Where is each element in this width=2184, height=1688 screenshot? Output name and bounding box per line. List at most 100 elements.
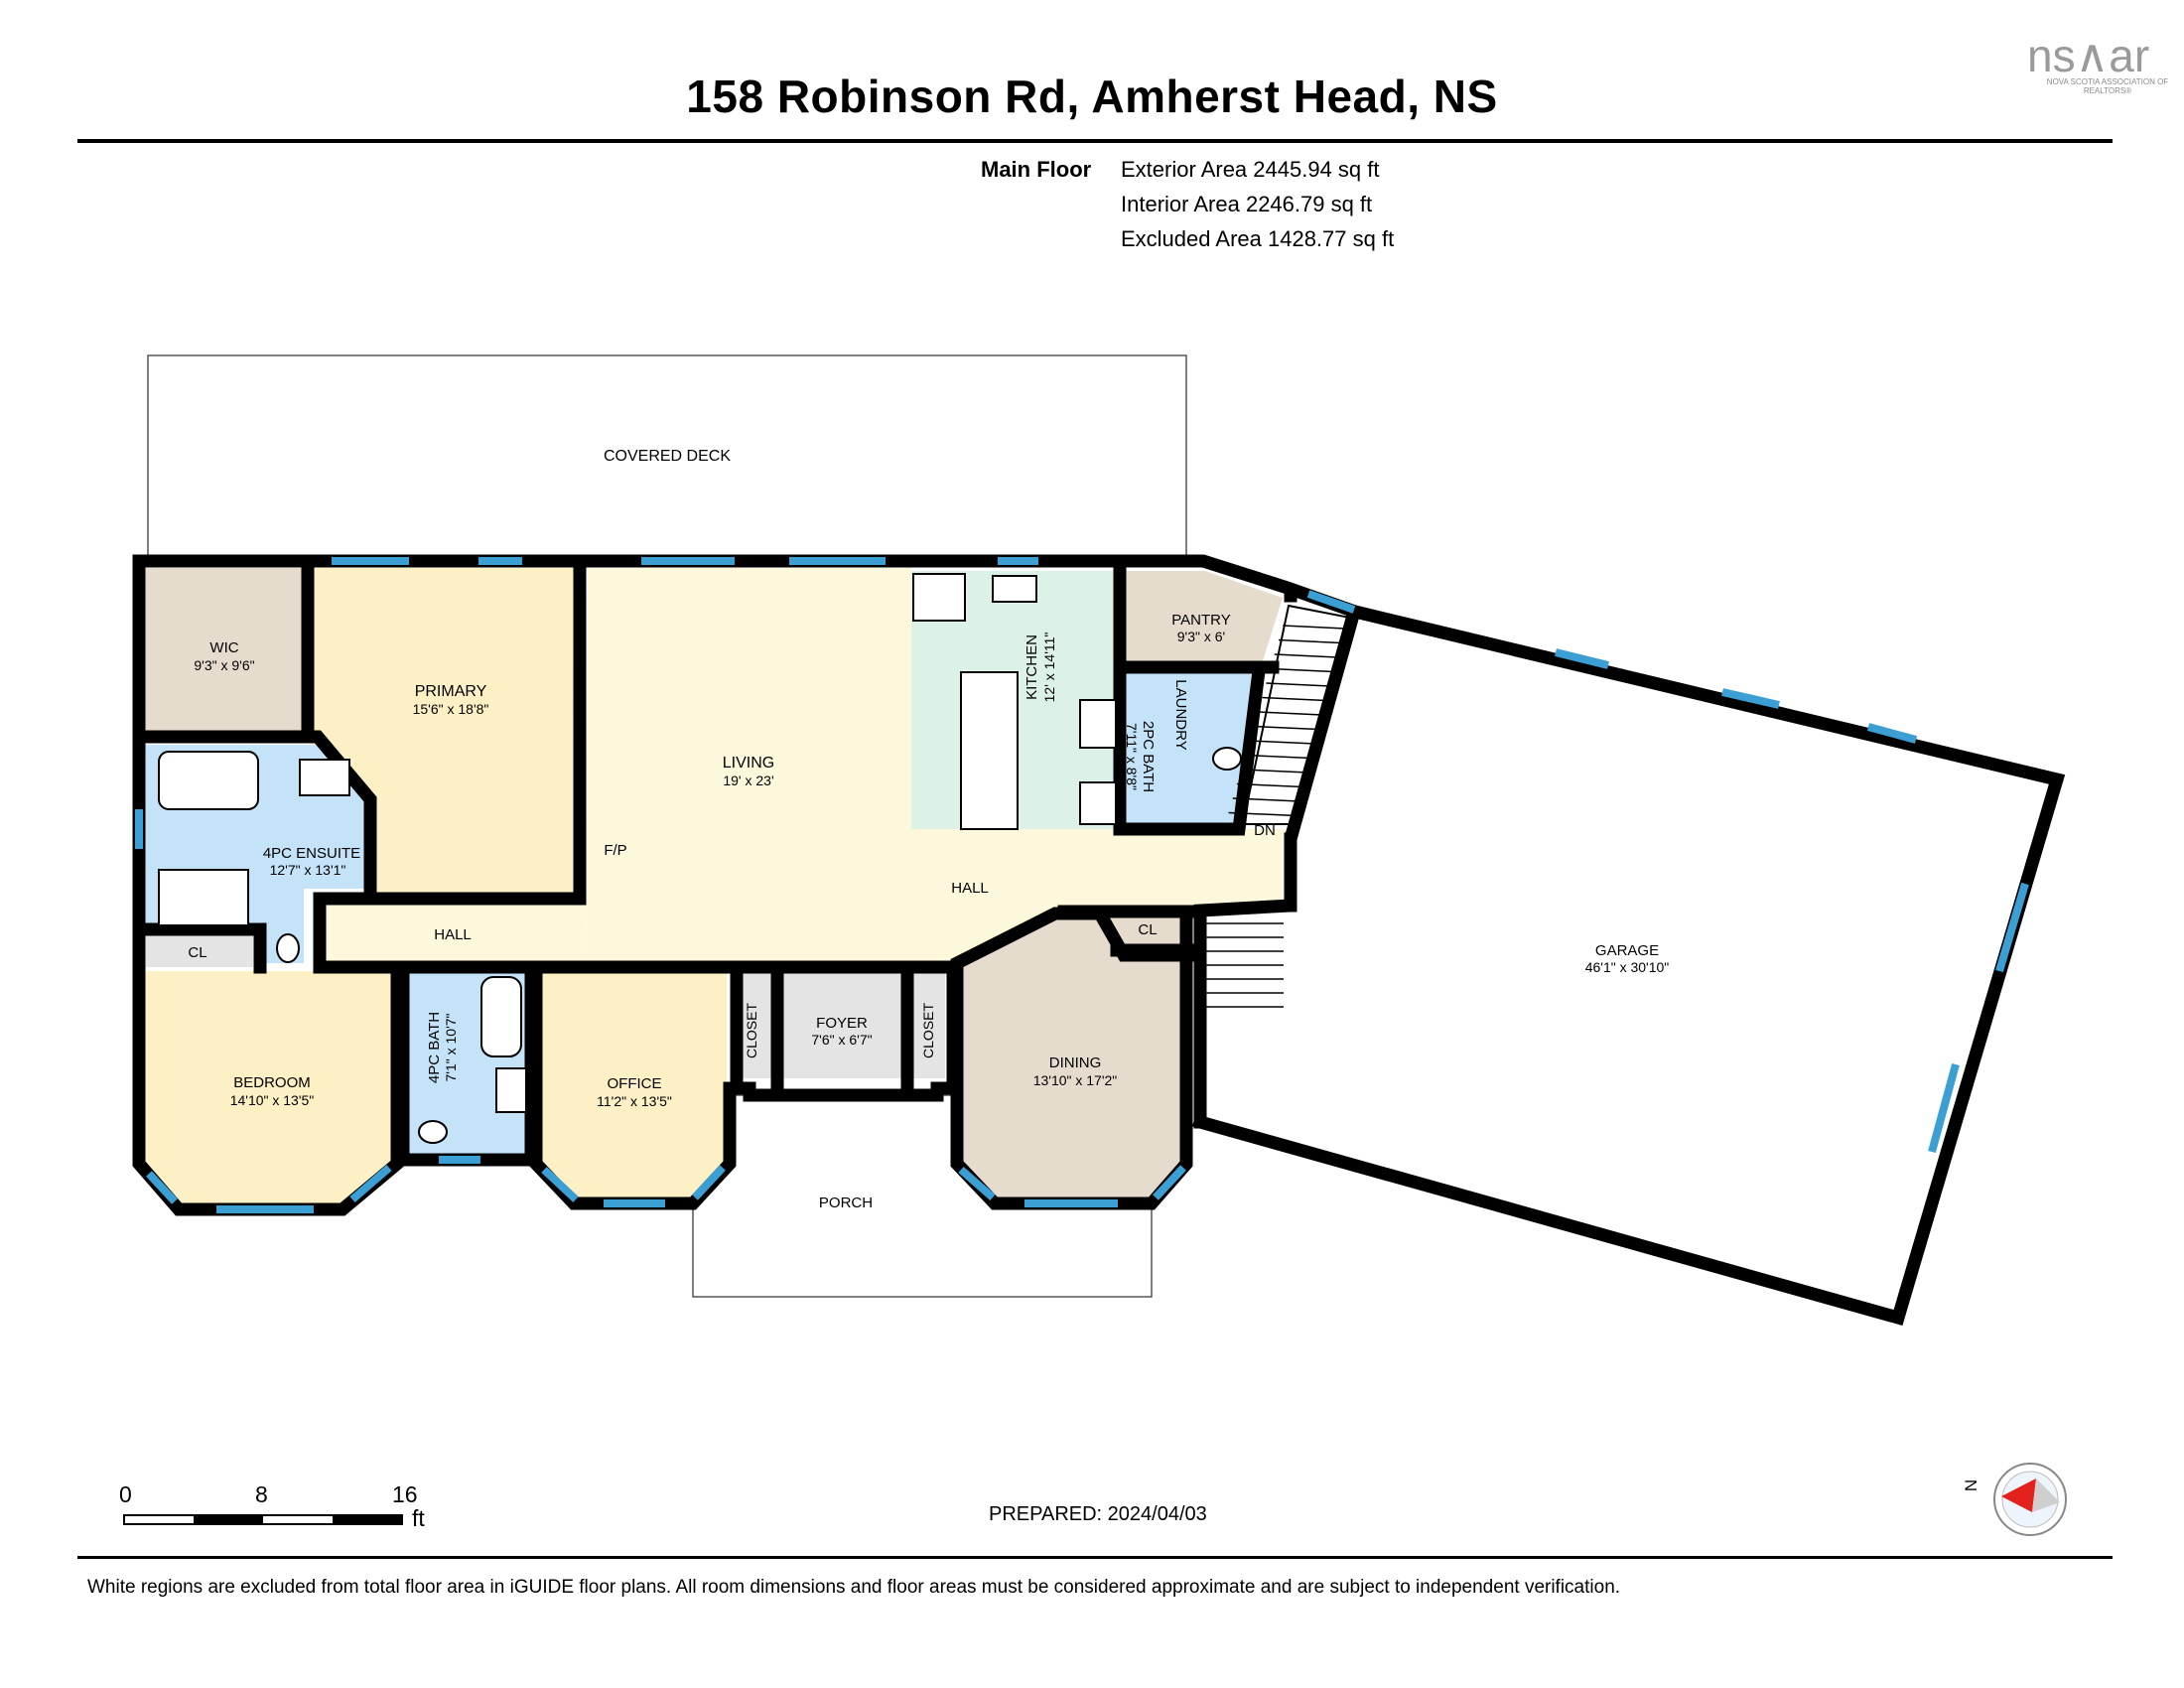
toilet-2pc-fixture (1212, 747, 1242, 771)
window-8 (1721, 688, 1780, 709)
primary-dims: 15'6" x 18'8" (413, 701, 489, 717)
window-6 (1306, 590, 1356, 614)
stair-tread-6 (1262, 696, 1326, 702)
pantry-label: PANTRY (1171, 612, 1230, 629)
pantry-dims: 9'3" x 6' (1177, 629, 1225, 644)
window-13 (146, 1171, 178, 1204)
excluded-area: Excluded Area 1428.77 sq ft (1121, 226, 1395, 251)
stair-tread-2 (1278, 638, 1342, 644)
hall-left-label: HALL (434, 926, 472, 943)
exterior-area: Exterior Area 2445.94 sq ft (1121, 157, 1380, 182)
primary-area (311, 568, 580, 897)
logo-subtext: NOVA SCOTIA ASSOCIATION OF REALTORS® (2046, 77, 2169, 95)
stair-tread-7 (1257, 711, 1323, 716)
living-area (586, 568, 1291, 963)
dining-dims: 13'10" x 17'2" (1033, 1072, 1118, 1088)
toilet-4pc-fixture (418, 1120, 448, 1144)
ensuite-vanity-fixture (299, 759, 350, 796)
floor-label: Main Floor (981, 157, 1092, 182)
kitchen-island-fixture (960, 671, 1019, 830)
stair-tread-9 (1249, 740, 1315, 745)
window-19 (692, 1165, 726, 1200)
office-dims: 11'2" x 13'5" (597, 1093, 672, 1109)
covered-deck-area (147, 354, 1187, 561)
closet-right-area (911, 971, 945, 1078)
ensuite-dims: 12'7" x 13'1" (270, 862, 346, 878)
bathtub-4pc-fixture (480, 976, 522, 1057)
porch-label: PORCH (819, 1195, 873, 1211)
office-area (541, 971, 727, 1203)
living-label: LIVING (723, 755, 774, 772)
wall-segment-13 (1117, 663, 1267, 836)
bathtub-fixture (158, 751, 259, 810)
stair-tread-4 (1270, 667, 1334, 673)
wic-dims: 9'3" x 9'6" (194, 657, 254, 673)
wall-segment-10 (313, 561, 960, 974)
windows (135, 557, 2029, 1213)
window-9 (1866, 723, 1918, 744)
stair-tread-5 (1266, 682, 1330, 687)
disclaimer: White regions are excluded from total fl… (87, 1577, 1621, 1598)
kitchen-label: KITCHEN (1024, 634, 1040, 700)
bath-4pc-dims: 7'1" x 10'7" (443, 1013, 459, 1081)
compass (1993, 1463, 2067, 1536)
foyer-area (778, 971, 907, 1078)
window-15 (349, 1164, 392, 1203)
primary-label: PRIMARY (415, 683, 487, 700)
cl-left-label: CL (188, 944, 206, 961)
stove-fixture (1079, 699, 1117, 749)
window-11 (1928, 1062, 1960, 1154)
stair-tread-8 (1253, 725, 1319, 731)
wic-area (139, 568, 306, 737)
fridge-fixture (912, 573, 966, 622)
compass-north-label: N (1962, 1478, 1981, 1492)
closet-cl-left-area (146, 934, 253, 967)
dining-label: DINING (1049, 1055, 1102, 1071)
kitchen-sink-fixture (992, 575, 1037, 603)
garage-area (1200, 612, 2057, 1318)
bath-2pc-dims: 7'11" x 8'8" (1124, 723, 1140, 790)
page-title: 158 Robinson Rd, Amherst Head, NS (686, 70, 1498, 122)
fp-label: F/P (604, 842, 626, 859)
hall-left-area (323, 899, 586, 963)
footer-divider (77, 1556, 2113, 1559)
garage-label: GARAGE (1595, 942, 1659, 959)
window-20 (958, 1166, 996, 1201)
shower-fixture (158, 869, 249, 926)
bath-2pc-label: 2PC BATH (1140, 721, 1157, 792)
bedroom-dims: 14'10" x 13'5" (230, 1092, 315, 1108)
ensuite-label: 4PC ENSUITE (263, 845, 360, 862)
pantry-area (1124, 571, 1283, 667)
logo-text: ns∧ar (2027, 30, 2149, 81)
stair-tread-3 (1274, 653, 1338, 658)
bedroom-area (146, 971, 397, 1209)
stair-tread-1 (1283, 625, 1345, 630)
scale-unit: ft (412, 1505, 425, 1531)
fixtures (158, 573, 1242, 1144)
closet-left-label: CLOSET (744, 1003, 759, 1058)
bath-2pc-area (1124, 671, 1255, 824)
scale-tick-0: 0 (119, 1481, 132, 1507)
window-7 (1555, 648, 1609, 669)
wic-label: WIC (209, 639, 238, 656)
scale-tick-16: 16 (392, 1481, 418, 1507)
interior-area: Interior Area 2246.79 sq ft (1121, 192, 1373, 216)
dn-label: DN (1254, 822, 1276, 839)
kitchen-dims: 12' x 14'11" (1041, 633, 1057, 703)
cl-dining-area (1064, 912, 1187, 950)
cl-dining-label: CL (1138, 921, 1157, 938)
header-divider (77, 139, 2113, 143)
scale-bar (123, 1514, 403, 1525)
bath-4pc-vanity-fixture (495, 1067, 527, 1113)
scale-tick-8: 8 (255, 1481, 268, 1507)
dishwasher-fixture (1079, 781, 1117, 825)
garage-dims: 46'1" x 30'10" (1585, 959, 1670, 975)
dining-area (957, 914, 1187, 1203)
foyer-label: FOYER (816, 1015, 868, 1032)
toilet-ensuite-fixture (276, 933, 300, 963)
window-10 (1995, 882, 2029, 973)
room-fills (139, 354, 2057, 1318)
nsar-logo: ns∧ar (2027, 30, 2149, 81)
bedroom-label: BEDROOM (233, 1074, 311, 1091)
